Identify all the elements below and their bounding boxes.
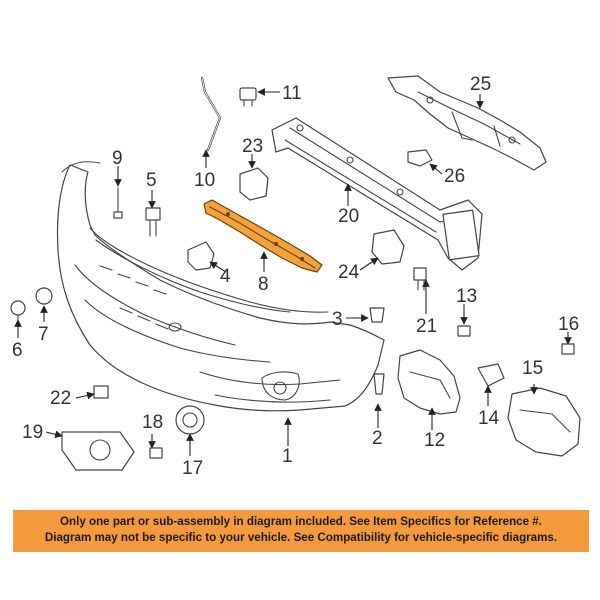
clip-part-9 [113,187,123,219]
screw-part-3 [369,307,385,323]
callout-3: 3 [332,309,343,330]
clip-part-26 [407,149,433,167]
callout-8: 8 [258,274,269,295]
highlighted-bracket-part-8 [203,199,323,273]
bolt-part-13 [457,325,471,337]
bolt-part-5 [145,207,161,237]
callout-26: 26 [444,166,465,187]
bumper-cover-part [56,161,385,412]
callout-2: 2 [372,428,383,449]
callout-13: 13 [456,286,477,307]
callout-14: 14 [478,408,500,429]
callout-17: 17 [182,458,203,479]
rivet-part-6 [10,300,26,323]
callout-labels: 1 2 3 4 5 6 7 8 9 10 11 12 13 14 15 16 1… [12,74,579,479]
disclaimer-banner: Only one part or sub-assembly in diagram… [13,510,589,552]
disclaimer-line-1: Only one part or sub-assembly in diagram… [60,515,542,528]
bracket-part-4 [187,241,215,271]
bracket-part-14 [477,363,505,387]
bolt-part-22 [93,385,109,399]
splash-guard-left-part [397,349,461,415]
fog-lamp-part-17 [175,405,205,435]
callout-25: 25 [470,74,491,95]
callout-16: 16 [558,314,579,335]
callout-5: 5 [146,170,157,191]
callout-24: 24 [338,262,360,283]
callout-12: 12 [424,430,445,451]
leader-lines [14,88,572,456]
bolt-part-18 [149,447,163,459]
fog-lamp-bezel-part-19 [61,431,135,471]
clip-part-7 [35,287,53,305]
callout-4: 4 [220,266,231,287]
callout-23: 23 [242,136,263,157]
callout-11: 11 [282,83,302,104]
disclaimer-line-2: Diagram may not be specific to your vehi… [44,531,558,544]
callout-21: 21 [416,316,437,337]
callout-20: 20 [338,206,359,227]
callout-19: 19 [22,422,43,443]
bracket-part-23 [239,167,269,201]
bracket-part-24 [371,229,405,265]
screw-part-2 [373,373,385,395]
callout-9: 9 [112,148,123,169]
bolt-part-11 [239,87,257,107]
wire-harness-part-10 [200,76,222,152]
callout-10: 10 [194,170,215,191]
callout-22: 22 [50,388,71,409]
callout-6: 6 [12,340,23,361]
callout-7: 7 [38,324,49,345]
callout-15: 15 [522,358,543,379]
callout-1: 1 [282,446,293,467]
impact-bar-part [271,117,483,271]
callout-18: 18 [142,412,163,433]
bolt-part-21 [413,267,427,291]
upper-support-part [387,75,547,171]
bolt-part-16 [561,343,575,355]
splash-guard-right-part [507,387,581,457]
